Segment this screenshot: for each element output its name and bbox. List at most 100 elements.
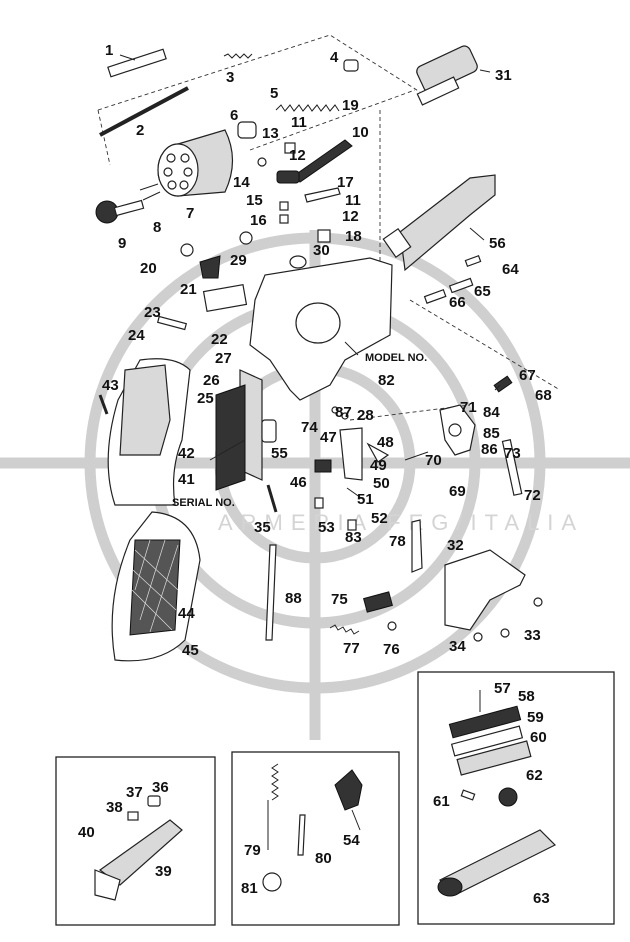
label-part-6: 6 [230,107,238,124]
part-9-extractor [95,199,145,224]
label-part-21: 21 [180,281,197,298]
label-part-63: 63 [533,890,550,907]
label-part-4: 4 [330,49,339,66]
label-part-50: 50 [373,475,390,492]
label-part-35: 35 [254,519,271,536]
label-part-82: 82 [378,372,395,389]
part-1-ejector-rod [107,48,167,78]
label-part-46: 46 [290,474,307,491]
leader-lines [119,54,501,461]
label-part-47: 47 [320,429,337,446]
label-part-33: 33 [524,627,541,644]
label-part-16: 16 [250,212,267,229]
label-part-79: 79 [244,842,261,859]
part-31-barrel-top [416,45,478,106]
part-41-grip [107,358,191,506]
part-8-pins [139,183,161,201]
label-part-80: 80 [315,850,332,867]
label-part-43: 43 [102,377,119,394]
label-part-57: 57 [494,680,511,697]
label-part-8: 8 [153,219,161,236]
label-part-85: 85 [483,425,500,442]
label-part-31: 31 [495,67,512,84]
inset-box-middle [231,751,400,926]
label-part-12a: 12 [289,147,306,164]
label-part-28: 28 [357,407,374,424]
label-part-60: 60 [530,729,547,746]
part-7-cylinder [157,129,234,197]
parts-middle [156,283,390,531]
label-part-81: 81 [241,880,258,897]
label-part-15: 15 [246,192,263,209]
part-32-sideplate [444,549,543,642]
label-part-51: 51 [357,491,374,508]
serial-number-label: SERIAL NO. [172,497,235,509]
label-part-76: 76 [383,641,400,658]
part-5-spring [275,104,340,112]
label-part-56: 56 [489,235,506,252]
label-part-65: 65 [474,283,491,300]
label-part-73: 73 [504,445,521,462]
label-part-68: 68 [535,387,552,404]
part-4-bushing [343,59,359,72]
label-part-38: 38 [106,799,123,816]
label-part-83: 83 [345,529,362,546]
label-part-36: 36 [152,779,169,796]
part-64-66 [423,255,482,304]
label-part-18: 18 [345,228,362,245]
label-part-24: 24 [128,327,145,344]
label-part-70: 70 [425,452,442,469]
label-part-26: 26 [203,372,220,389]
label-part-86: 86 [481,441,498,458]
label-part-30: 30 [313,242,330,259]
label-part-2: 2 [136,122,144,139]
label-part-10: 10 [352,124,369,141]
label-part-78: 78 [389,533,406,550]
part-44-checkered-grip [111,511,201,662]
part-3-spring [223,53,253,59]
label-part-37: 37 [126,784,143,801]
label-part-11b: 11 [345,192,361,209]
part-69-hammer [404,375,523,573]
part-43-screw [98,394,109,415]
part-labels: 1 2 3 4 5 6 7 8 9 10 11 11 12 12 13 14 1… [78,42,552,907]
label-part-88: 88 [285,590,302,607]
label-part-17: 17 [337,174,354,191]
label-part-40: 40 [78,824,95,841]
label-part-87: 87 [335,404,352,421]
model-number-label: MODEL NO. [365,352,427,364]
part-6-bushing [237,121,257,139]
label-part-39: 39 [155,863,172,880]
label-part-55: 55 [271,445,288,462]
label-part-29: 29 [230,252,247,269]
label-part-19: 19 [342,97,359,114]
label-part-48: 48 [377,434,394,451]
label-part-27: 27 [215,350,232,367]
label-part-67: 67 [519,367,536,384]
label-part-69: 69 [449,483,466,500]
label-part-5: 5 [270,85,278,102]
label-part-7: 7 [186,205,194,222]
label-part-52: 52 [371,510,388,527]
label-part-59: 59 [527,709,544,726]
label-part-53: 53 [318,519,335,536]
label-part-84: 84 [483,404,500,421]
part-frame [215,257,393,491]
label-part-42: 42 [178,445,195,462]
label-part-22: 22 [211,331,228,348]
label-part-62: 62 [526,767,543,784]
label-part-14: 14 [233,174,250,191]
label-part-41: 41 [178,471,195,488]
label-part-13: 13 [262,125,279,142]
label-part-23: 23 [144,304,161,321]
part-56-barrel [382,174,496,272]
part-20-21-29-30 [180,231,307,279]
watermark-text: ARMERIA FEG/ITALIA [218,510,584,535]
inset-box-right [417,671,615,925]
label-part-54: 54 [343,832,360,849]
part-75-77 [265,544,397,641]
label-part-45: 45 [182,642,199,659]
label-part-44: 44 [178,605,195,622]
